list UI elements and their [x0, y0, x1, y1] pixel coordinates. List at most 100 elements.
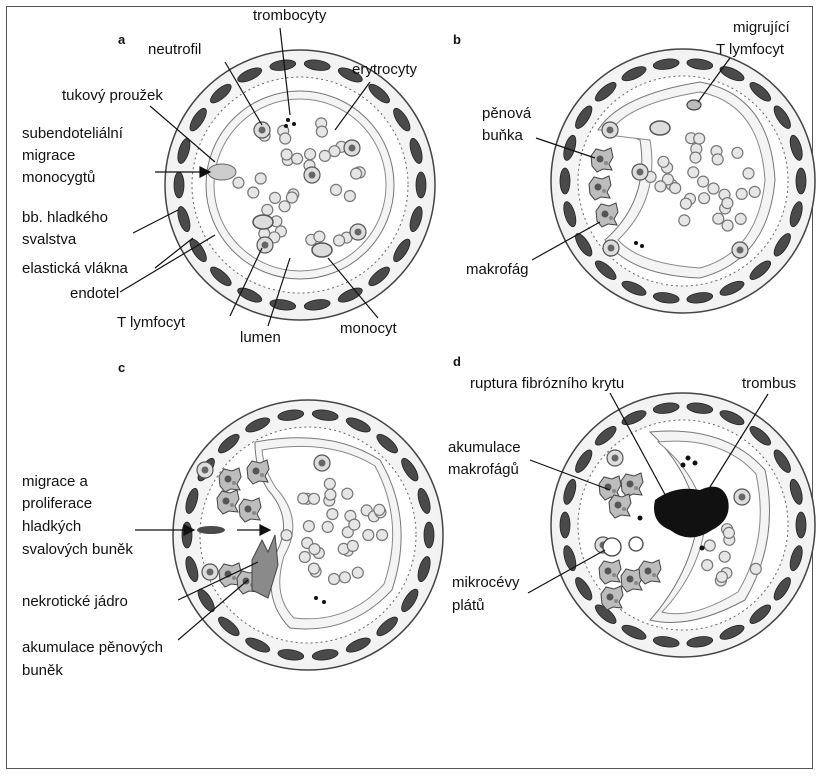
- erythrocyte: [750, 563, 761, 574]
- erythrocyte: [303, 521, 314, 532]
- label-migrace: migrace: [22, 147, 75, 164]
- label-makrofagu: makrofágů: [448, 461, 519, 478]
- erythrocyte: [732, 147, 743, 158]
- erythrocyte: [334, 235, 345, 246]
- panel-a-label: a: [118, 32, 126, 47]
- erythrocyte: [281, 149, 292, 160]
- panel-c-label: c: [118, 360, 125, 375]
- erythrocyte: [712, 154, 723, 165]
- erythrocyte: [325, 489, 336, 500]
- erythrocyte: [708, 183, 719, 194]
- erythrocyte: [743, 168, 754, 179]
- panel-b-label: b: [453, 32, 461, 47]
- erythrocyte: [270, 192, 281, 203]
- erythrocyte: [349, 519, 360, 530]
- smooth-muscle-cell: [796, 168, 806, 194]
- erythrocyte: [286, 192, 297, 203]
- erythrocyte: [374, 504, 385, 515]
- label-akumulace: akumulace: [448, 439, 521, 456]
- erythrocyte: [749, 186, 760, 197]
- label-lumen: lumen: [240, 329, 281, 346]
- erythrocyte: [702, 560, 713, 571]
- erythrocyte: [281, 530, 292, 541]
- erythrocyte: [255, 173, 266, 184]
- erythrocyte: [722, 220, 733, 231]
- erythrocyte: [331, 184, 342, 195]
- label-erytrocyty: erytrocyty: [352, 61, 418, 78]
- smooth-muscle-cell: [560, 168, 570, 194]
- erythrocyte: [351, 168, 362, 179]
- label-migrujici: migrující: [733, 19, 791, 36]
- label-akumulace-penovych: akumulace pěnových: [22, 639, 163, 656]
- erythrocyte: [679, 215, 690, 226]
- erythrocyte: [377, 530, 388, 541]
- erythrocyte: [309, 544, 320, 555]
- label-neutrofil: neutrofil: [148, 41, 201, 58]
- label-bb-hladkeho: bb. hladkého: [22, 209, 108, 226]
- label-trombus: trombus: [742, 375, 796, 392]
- erythrocyte: [248, 187, 259, 198]
- erythrocyte: [339, 572, 350, 583]
- erythrocyte: [699, 193, 710, 204]
- erythrocyte: [713, 213, 724, 224]
- erythrocyte: [694, 133, 705, 144]
- erythrocyte: [655, 181, 666, 192]
- label-elasticka-vlakna: elastická vlákna: [22, 260, 129, 277]
- erythrocyte: [735, 213, 746, 224]
- erythrocyte: [262, 204, 273, 215]
- erythrocyte: [736, 188, 747, 199]
- erythrocyte: [344, 191, 355, 202]
- smooth-muscle-cell: [796, 512, 806, 538]
- erythrocyte: [298, 493, 309, 504]
- panel-c: c: [118, 360, 443, 670]
- label-nekroticke-jadro: nekrotické jádro: [22, 593, 128, 610]
- label-t-lymfocyt-b: T lymfocyt: [716, 41, 785, 58]
- erythrocyte: [324, 478, 335, 489]
- erythrocyte: [233, 177, 244, 188]
- erythrocyte: [698, 176, 709, 187]
- label-migrace-a: migrace a: [22, 473, 89, 490]
- erythrocyte: [327, 509, 338, 520]
- erythrocyte: [314, 231, 325, 242]
- erythrocyte: [309, 493, 320, 504]
- erythrocyte: [305, 149, 316, 160]
- erythrocyte: [316, 126, 327, 137]
- erythrocyte: [319, 150, 330, 161]
- erythrocyte: [347, 540, 358, 551]
- label-platu: plátů: [452, 597, 485, 614]
- erythrocyte: [722, 198, 733, 209]
- label-svalstva: svalstva: [22, 231, 77, 248]
- label-t-lymfocyt: T lymfocyt: [117, 314, 186, 331]
- erythrocyte: [690, 152, 701, 163]
- erythrocyte: [280, 133, 291, 144]
- label-endotel: endotel: [70, 285, 119, 302]
- erythrocyte: [719, 551, 730, 562]
- erythrocyte: [292, 153, 303, 164]
- label-proliferace: proliferace: [22, 495, 92, 512]
- erythrocyte: [363, 530, 374, 541]
- erythrocyte: [716, 571, 727, 582]
- smooth-muscle-cell: [174, 172, 184, 198]
- label-makrofag: makrofág: [466, 261, 529, 278]
- smooth-muscle-cell: [560, 512, 570, 538]
- label-tukovy-prouzek: tukový proužek: [62, 87, 163, 104]
- label-penova: pěnová: [482, 105, 532, 122]
- erythrocyte: [658, 156, 669, 167]
- label-bunka: buňka: [482, 127, 524, 144]
- erythrocyte: [342, 488, 353, 499]
- erythrocyte: [322, 521, 333, 532]
- erythrocyte: [704, 540, 715, 551]
- panel-d-label: d: [453, 354, 461, 369]
- label-bunek: buněk: [22, 662, 63, 679]
- label-subendotelialni: subendoteliální: [22, 125, 124, 142]
- label-svalovych-bunek: svalových buněk: [22, 541, 133, 558]
- erythrocyte: [723, 527, 734, 538]
- panel-d: d: [453, 354, 815, 657]
- erythrocyte: [299, 552, 310, 563]
- label-mikrocevy: mikrocévy: [452, 574, 520, 591]
- label-ruptura: ruptura fibrózního krytu: [470, 375, 624, 392]
- label-hladkych: hladkých: [22, 518, 81, 535]
- label-monocyt: monocyt: [340, 320, 398, 337]
- erythrocyte: [308, 563, 319, 574]
